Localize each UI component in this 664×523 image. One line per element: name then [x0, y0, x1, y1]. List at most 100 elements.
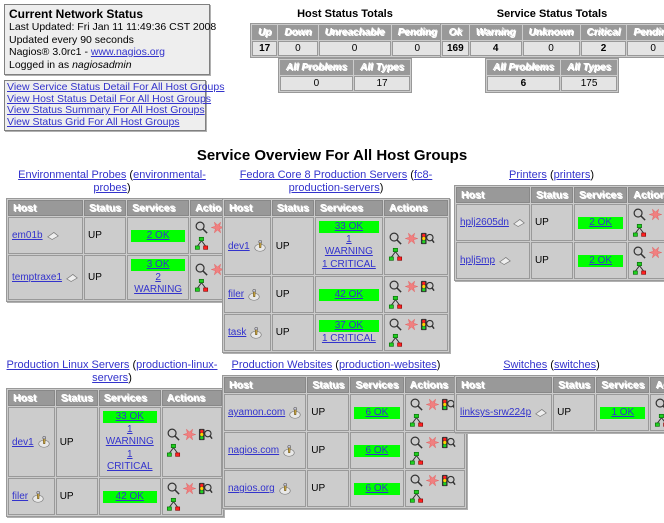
service-count-link[interactable]: 1 CRITICAL — [321, 259, 376, 270]
host-group-name-link[interactable]: Fedora Core 8 Production Servers — [239, 169, 408, 181]
magnifier-icon[interactable] — [409, 397, 424, 412]
starburst-icon[interactable] — [210, 262, 225, 277]
networkmap-icon[interactable] — [409, 451, 424, 466]
column-header-services[interactable]: Services — [596, 377, 650, 393]
networkmap-icon[interactable] — [166, 443, 181, 458]
host-group-name-link[interactable]: Production Websites — [231, 359, 333, 371]
service-count-link[interactable]: 6 OK — [365, 444, 389, 456]
host-name-link[interactable]: dev1 — [12, 436, 34, 448]
column-header-services[interactable]: Services — [314, 200, 383, 216]
host-name-link[interactable]: filer — [12, 491, 29, 503]
host-name-link[interactable]: dev1 — [228, 240, 250, 252]
column-header-status[interactable]: Status — [530, 187, 574, 203]
networkmap-icon[interactable] — [632, 223, 647, 238]
host-group-alias-link[interactable]: switches — [553, 359, 597, 371]
service-count-link[interactable]: 3 OK — [146, 259, 170, 270]
column-header-actions[interactable]: Actions — [628, 187, 664, 203]
column-header-host[interactable]: Host — [456, 187, 530, 203]
column-header-host[interactable]: Host — [224, 200, 271, 216]
host-name-link[interactable]: linksys-srw224p — [460, 407, 532, 419]
host-group-alias-link[interactable]: fc8-production-servers — [288, 169, 433, 194]
service-count-link[interactable]: 1 WARNING — [324, 234, 373, 257]
magnifier-icon[interactable] — [388, 317, 403, 332]
service-total-header-warning[interactable]: Warning — [469, 25, 522, 40]
host-group-name-link[interactable]: Environmental Probes — [18, 169, 127, 181]
host-all-problems-header[interactable]: All Problems — [279, 60, 354, 75]
link-status-summary[interactable]: View Status Summary For All Host Groups — [7, 104, 205, 116]
column-header-services[interactable]: Services — [574, 187, 628, 203]
host-total-header-down[interactable]: Down — [278, 25, 318, 40]
service-count-link[interactable]: 33 OK — [334, 221, 364, 232]
service-total-header-pending[interactable]: Pending — [627, 25, 664, 40]
host-name-link[interactable]: nagios.org — [228, 483, 275, 495]
service-all-problems-header[interactable]: All Problems — [486, 60, 561, 75]
magnifier-icon[interactable] — [632, 207, 647, 222]
starburst-icon[interactable] — [404, 231, 419, 246]
host-group-alias-link[interactable]: production-linux-servers — [92, 359, 218, 384]
trafficlight-icon[interactable] — [198, 427, 213, 442]
starburst-icon[interactable] — [182, 427, 197, 442]
trafficlight-icon[interactable] — [441, 473, 456, 488]
service-count-link[interactable]: 42 OK — [115, 490, 144, 502]
service-count-link[interactable]: 6 OK — [365, 406, 389, 418]
service-count-link[interactable]: 2 OK — [146, 229, 170, 241]
networkmap-icon[interactable] — [166, 497, 181, 512]
column-header-actions[interactable]: Actions — [384, 200, 448, 216]
trafficlight-icon[interactable] — [441, 435, 456, 450]
starburst-icon[interactable] — [425, 397, 440, 412]
column-header-host[interactable]: Host — [8, 390, 55, 406]
service-count-link[interactable]: 1 WARNING — [105, 424, 154, 447]
nagios-website-link[interactable]: www.nagios.org — [90, 46, 165, 58]
host-all-types-header[interactable]: All Types — [354, 60, 411, 75]
host-name-link[interactable]: hplj5mp — [460, 255, 496, 267]
service-count-link[interactable]: 6 OK — [365, 482, 389, 494]
magnifier-icon[interactable] — [632, 245, 647, 260]
networkmap-icon[interactable] — [388, 333, 403, 348]
magnifier-icon[interactable] — [388, 279, 403, 294]
host-name-link[interactable]: em01b — [12, 230, 43, 242]
service-total-header-unknown[interactable]: Unknown — [522, 25, 580, 40]
service-count-link[interactable]: 1 CRITICAL — [321, 333, 376, 344]
link-service-status-detail[interactable]: View Service Status Detail For All Host … — [7, 81, 225, 93]
service-count-link[interactable]: 2 OK — [589, 254, 613, 266]
magnifier-icon[interactable] — [166, 427, 181, 442]
host-name-link[interactable]: filer — [228, 289, 245, 301]
host-group-alias-link[interactable]: printers — [553, 169, 591, 181]
host-name-link[interactable]: nagios.com — [228, 445, 280, 457]
host-name-link[interactable]: task — [228, 327, 247, 339]
column-header-status[interactable]: Status — [55, 390, 98, 406]
starburst-icon[interactable] — [648, 207, 663, 222]
starburst-icon[interactable] — [648, 245, 663, 260]
link-host-status-detail[interactable]: View Host Status Detail For All Host Gro… — [7, 92, 212, 105]
starburst-icon[interactable] — [425, 435, 440, 450]
host-total-header-unreachable[interactable]: Unreachable — [318, 25, 391, 40]
service-all-types-header[interactable]: All Types — [561, 60, 618, 75]
column-header-services[interactable]: Services — [98, 390, 161, 406]
link-status-grid[interactable]: View Status Grid For All Host Groups — [7, 115, 180, 128]
trafficlight-icon[interactable] — [420, 317, 435, 332]
service-count-link[interactable]: 1 CRITICAL — [106, 449, 153, 472]
host-total-header-pending[interactable]: Pending — [391, 25, 444, 40]
magnifier-icon[interactable] — [166, 481, 181, 496]
starburst-icon[interactable] — [404, 317, 419, 332]
networkmap-icon[interactable] — [194, 278, 209, 293]
host-group-alias-link[interactable]: production-websites — [338, 359, 437, 371]
host-name-link[interactable]: hplj2605dn — [460, 217, 509, 229]
magnifier-icon[interactable] — [409, 435, 424, 450]
service-count-link[interactable]: 42 OK — [334, 288, 364, 300]
service-count-link[interactable]: 1 OK — [611, 406, 635, 418]
host-group-name-link[interactable]: Production Linux Servers — [6, 359, 130, 371]
networkmap-icon[interactable] — [632, 261, 647, 276]
host-name-link[interactable]: ayamon.com — [228, 407, 286, 419]
column-header-host[interactable]: Host — [224, 377, 307, 393]
networkmap-icon[interactable] — [409, 489, 424, 504]
magnifier-icon[interactable] — [654, 397, 664, 412]
column-header-status[interactable]: Status — [271, 200, 314, 216]
magnifier-icon[interactable] — [194, 220, 209, 235]
magnifier-icon[interactable] — [409, 473, 424, 488]
networkmap-icon[interactable] — [388, 247, 403, 262]
column-header-status[interactable]: Status — [553, 377, 596, 393]
networkmap-icon[interactable] — [194, 236, 209, 251]
service-total-header-critical[interactable]: Critical — [580, 25, 627, 40]
trafficlight-icon[interactable] — [420, 279, 435, 294]
